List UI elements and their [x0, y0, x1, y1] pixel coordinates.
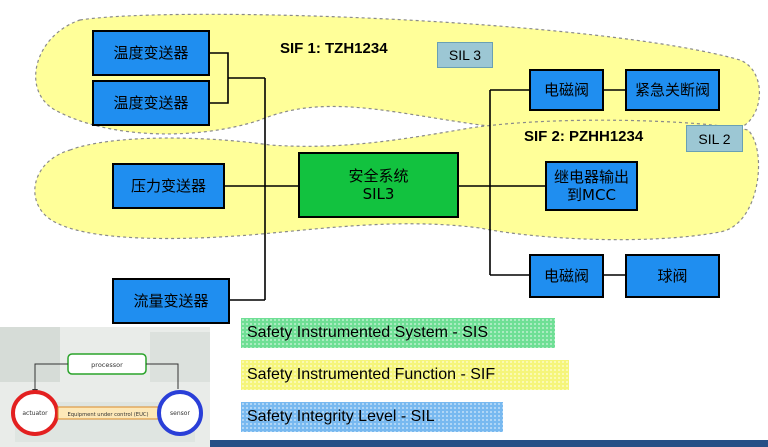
safety-system-sil: SIL3	[362, 185, 395, 203]
connector-lines	[210, 52, 625, 301]
safety-system-label: 安全系统	[348, 167, 409, 185]
bottom-bar	[210, 440, 768, 447]
solenoid-valve-1-box: 电磁阀	[529, 69, 604, 111]
legend-sif: Safety Instrumented Function - SIF	[241, 360, 569, 390]
sif1-sil-badge: SIL 3	[437, 42, 493, 68]
ball-valve-box: 球阀	[625, 254, 720, 298]
legend-sis: Safety Instrumented System - SIS	[241, 318, 555, 348]
thumb-actuator-label: actuator	[22, 410, 48, 417]
thumb-processor-label: processor	[91, 361, 123, 369]
pressure-transmitter-box: 压力变送器	[112, 163, 225, 209]
sif2-sil-badge: SIL 2	[686, 125, 743, 152]
thumb-sensor-circle	[157, 390, 203, 436]
flow-transmitter-box: 流量变送器	[112, 278, 230, 324]
relay-output-box: 继电器输出 到MCC	[545, 161, 638, 211]
relay-output-line2: 到MCC	[567, 186, 616, 204]
solenoid-valve-2-box: 电磁阀	[529, 254, 604, 298]
euc-thumbnail: processor actuator Equipment under contr…	[0, 327, 210, 447]
temperature-transmitter-2-box: 温度变送器	[92, 80, 210, 126]
relay-output-line1: 继电器输出	[553, 168, 629, 186]
line-temp2	[210, 78, 229, 104]
thumb-euc-label: Equipment under control (EUC)	[67, 412, 148, 418]
sif1-title: SIF 1: TZH1234	[280, 40, 388, 57]
temperature-transmitter-1-box: 温度变送器	[92, 30, 210, 76]
line-temp1	[210, 52, 229, 78]
thumb-sensor-label: sensor	[170, 410, 190, 417]
safety-system-box: 安全系统 SIL3	[298, 152, 459, 218]
thumb-actuator-circle	[11, 390, 59, 436]
legend-sil: Safety Integrity Level - SIL	[241, 402, 503, 432]
sif2-title: SIF 2: PZHH1234	[524, 128, 644, 145]
emergency-shutdown-valve-box: 紧急关断阀	[625, 69, 720, 111]
